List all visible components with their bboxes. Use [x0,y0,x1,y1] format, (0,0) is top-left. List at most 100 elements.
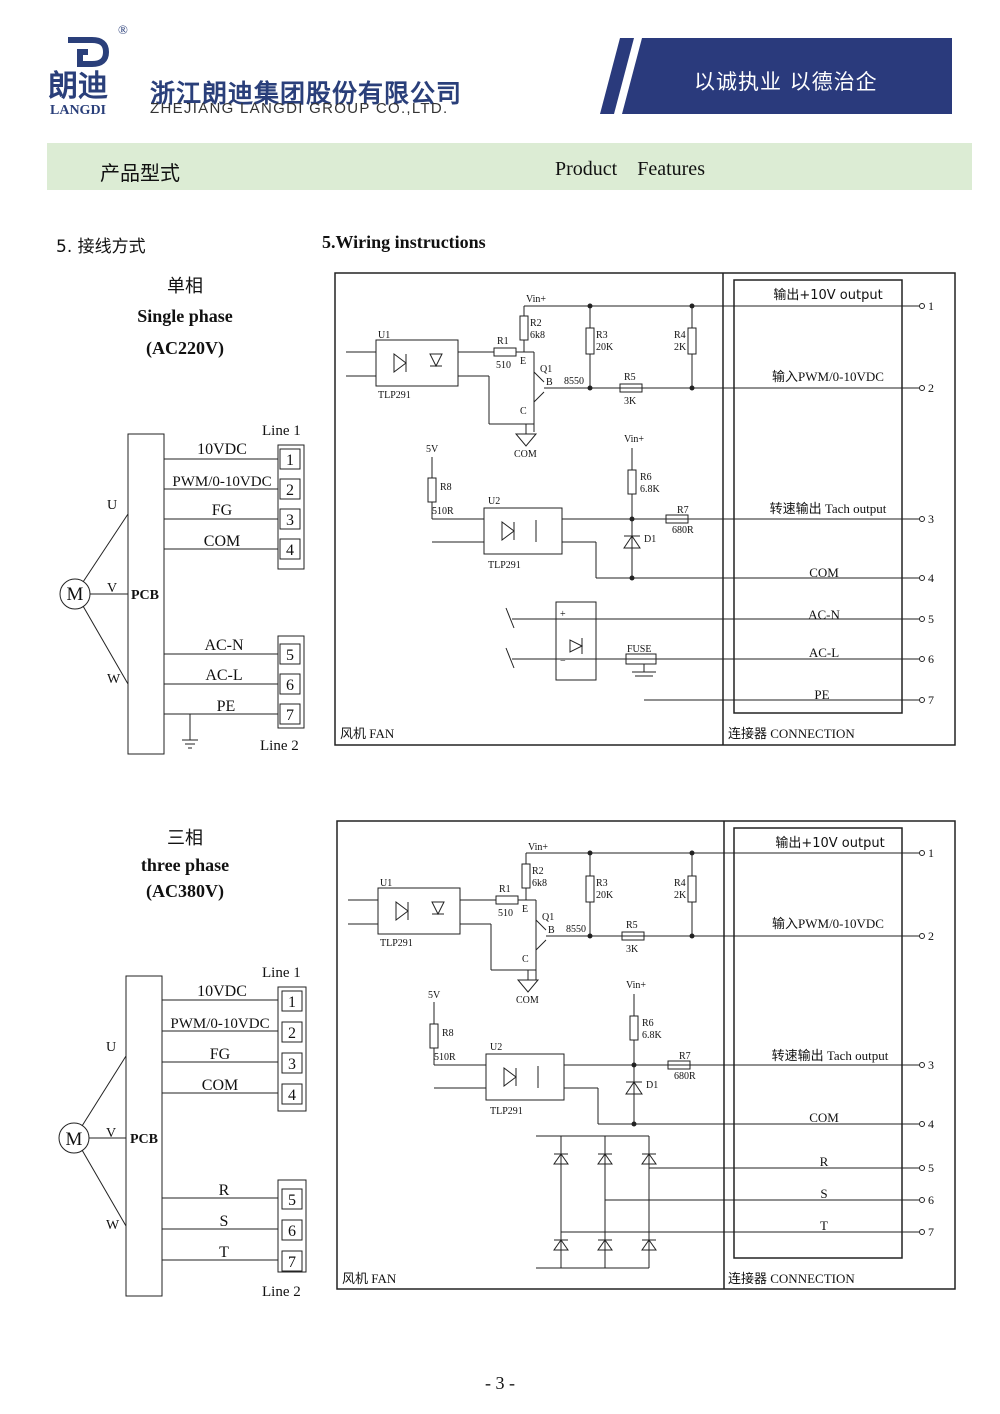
terminal-label: PWM/0-10VDC [170,1016,269,1032]
terminal-number: 7 [288,1254,296,1271]
section-bar-en: Product Features [555,158,705,180]
three-phase-voltage: (AC380V) [146,881,224,901]
part-label: COM [514,449,537,460]
part-label: E [522,904,528,915]
part-label: R7 [679,1051,691,1062]
pin-number: 6 [928,1193,934,1207]
pin-number: 3 [928,1058,934,1072]
part-label: 6.8K [640,484,661,495]
part-label: 510R [434,1052,456,1063]
phase-w: W [106,1218,120,1233]
fan-label: 风机 FAN [342,1271,397,1286]
part-label: U2 [488,496,500,507]
part-label: C [522,954,529,965]
phase-u: U [106,1040,116,1055]
output-label: R [820,1154,829,1169]
output-label: COM [809,1110,839,1125]
terminal-number: 1 [286,452,294,469]
part-label: FUSE [627,644,651,655]
part-label: 2K [674,342,687,353]
part-label: E [520,356,526,367]
slogan-banner [600,38,952,114]
pin-number: 6 [928,652,934,666]
part-label: R8 [440,482,452,493]
logo-cn: 朗迪 [48,69,108,104]
terminal-number: 2 [288,1025,296,1042]
terminal-number: 5 [286,647,294,664]
part-label: 20K [596,890,614,901]
terminal-number: 2 [286,482,294,499]
page-number: - 3 - [485,1373,515,1393]
single-phase-title-en: Single phase [137,306,233,326]
part-label: 510 [496,360,511,371]
pin-number: 4 [928,571,934,585]
terminal-number: 3 [286,512,294,529]
part-label: 5V [426,444,439,455]
part-label: R1 [499,884,511,895]
part-label: Vin+ [528,842,548,853]
output-label: S [820,1186,827,1201]
terminal-label: S [220,1213,229,1230]
output-label: AC-N [808,607,840,622]
part-label: R1 [497,336,509,347]
terminal-label: T [219,1244,229,1261]
pcb-label: PCB [130,1132,158,1147]
part-label: D1 [646,1080,658,1091]
phase-v: V [106,1126,116,1141]
part-label: − [560,656,566,667]
part-label: 6k8 [532,878,547,889]
part-label: Vin+ [626,980,646,991]
section-title-en: 5.Wiring instructions [322,232,486,252]
part-label: B [548,925,555,936]
part-label: R2 [530,318,542,329]
part-label: Q1 [542,912,554,923]
pin-number: 5 [928,612,934,626]
part-label: B [546,377,553,388]
terminal-label: 10VDC [197,441,247,458]
terminal-number: 3 [288,1056,296,1073]
part-label: COM [516,995,539,1006]
part-label: Vin+ [624,434,644,445]
output-label: 输出+10V output [775,835,884,851]
part-label: 2K [674,890,687,901]
single-phase-terminal-diagram: M PCB U V W Line 1 Line 2 10VDC PWM/0-10… [59,423,305,755]
motor-label: M [66,1129,83,1150]
terminal-label: AC-L [205,667,242,684]
part-label: TLP291 [380,938,413,949]
terminal-label: FG [212,502,233,519]
output-label: 输入PWM/0-10VDC [772,916,884,931]
part-label: Vin+ [526,294,546,305]
part-label: R6 [640,472,652,483]
output-label: PE [814,687,829,702]
pin-number: 1 [928,846,934,860]
terminal-number: 7 [286,707,294,724]
part-label: 680R [672,525,694,536]
terminal-number: 6 [286,677,294,694]
output-label: AC-L [809,645,839,660]
company-logo: 朗迪 LANGDI ® [48,22,128,118]
part-label: R8 [442,1028,454,1039]
part-label: C [520,406,527,417]
terminal-number: 6 [288,1223,296,1240]
single-phase-title-cn: 单相 [167,276,203,297]
pin-number: 3 [928,512,934,526]
pin-number: 2 [928,381,934,395]
pin-number: 5 [928,1161,934,1175]
part-label: 20K [596,342,614,353]
connection-label: 连接器 CONNECTION [728,1271,855,1286]
section-bar-cn: 产品型式 [100,161,180,185]
terminal-label: R [219,1182,230,1199]
single-phase-schematic: Vin+ U1 TLP291 R1 510 R2 6k8 R3 20K R4 2… [334,272,956,746]
part-label: TLP291 [488,560,521,571]
part-label: R5 [624,372,636,383]
part-label: 510R [432,506,454,517]
line2-label: Line 2 [262,1284,301,1300]
section-title-cn: 5. 接线方式 [56,237,146,257]
part-label: 8550 [564,376,584,387]
part-label: 6k8 [530,330,545,341]
part-label: 510 [498,908,513,919]
pin-number: 7 [928,1225,934,1239]
part-label: R7 [677,505,689,516]
part-label: U1 [378,330,390,341]
registered-mark: ® [118,22,128,37]
